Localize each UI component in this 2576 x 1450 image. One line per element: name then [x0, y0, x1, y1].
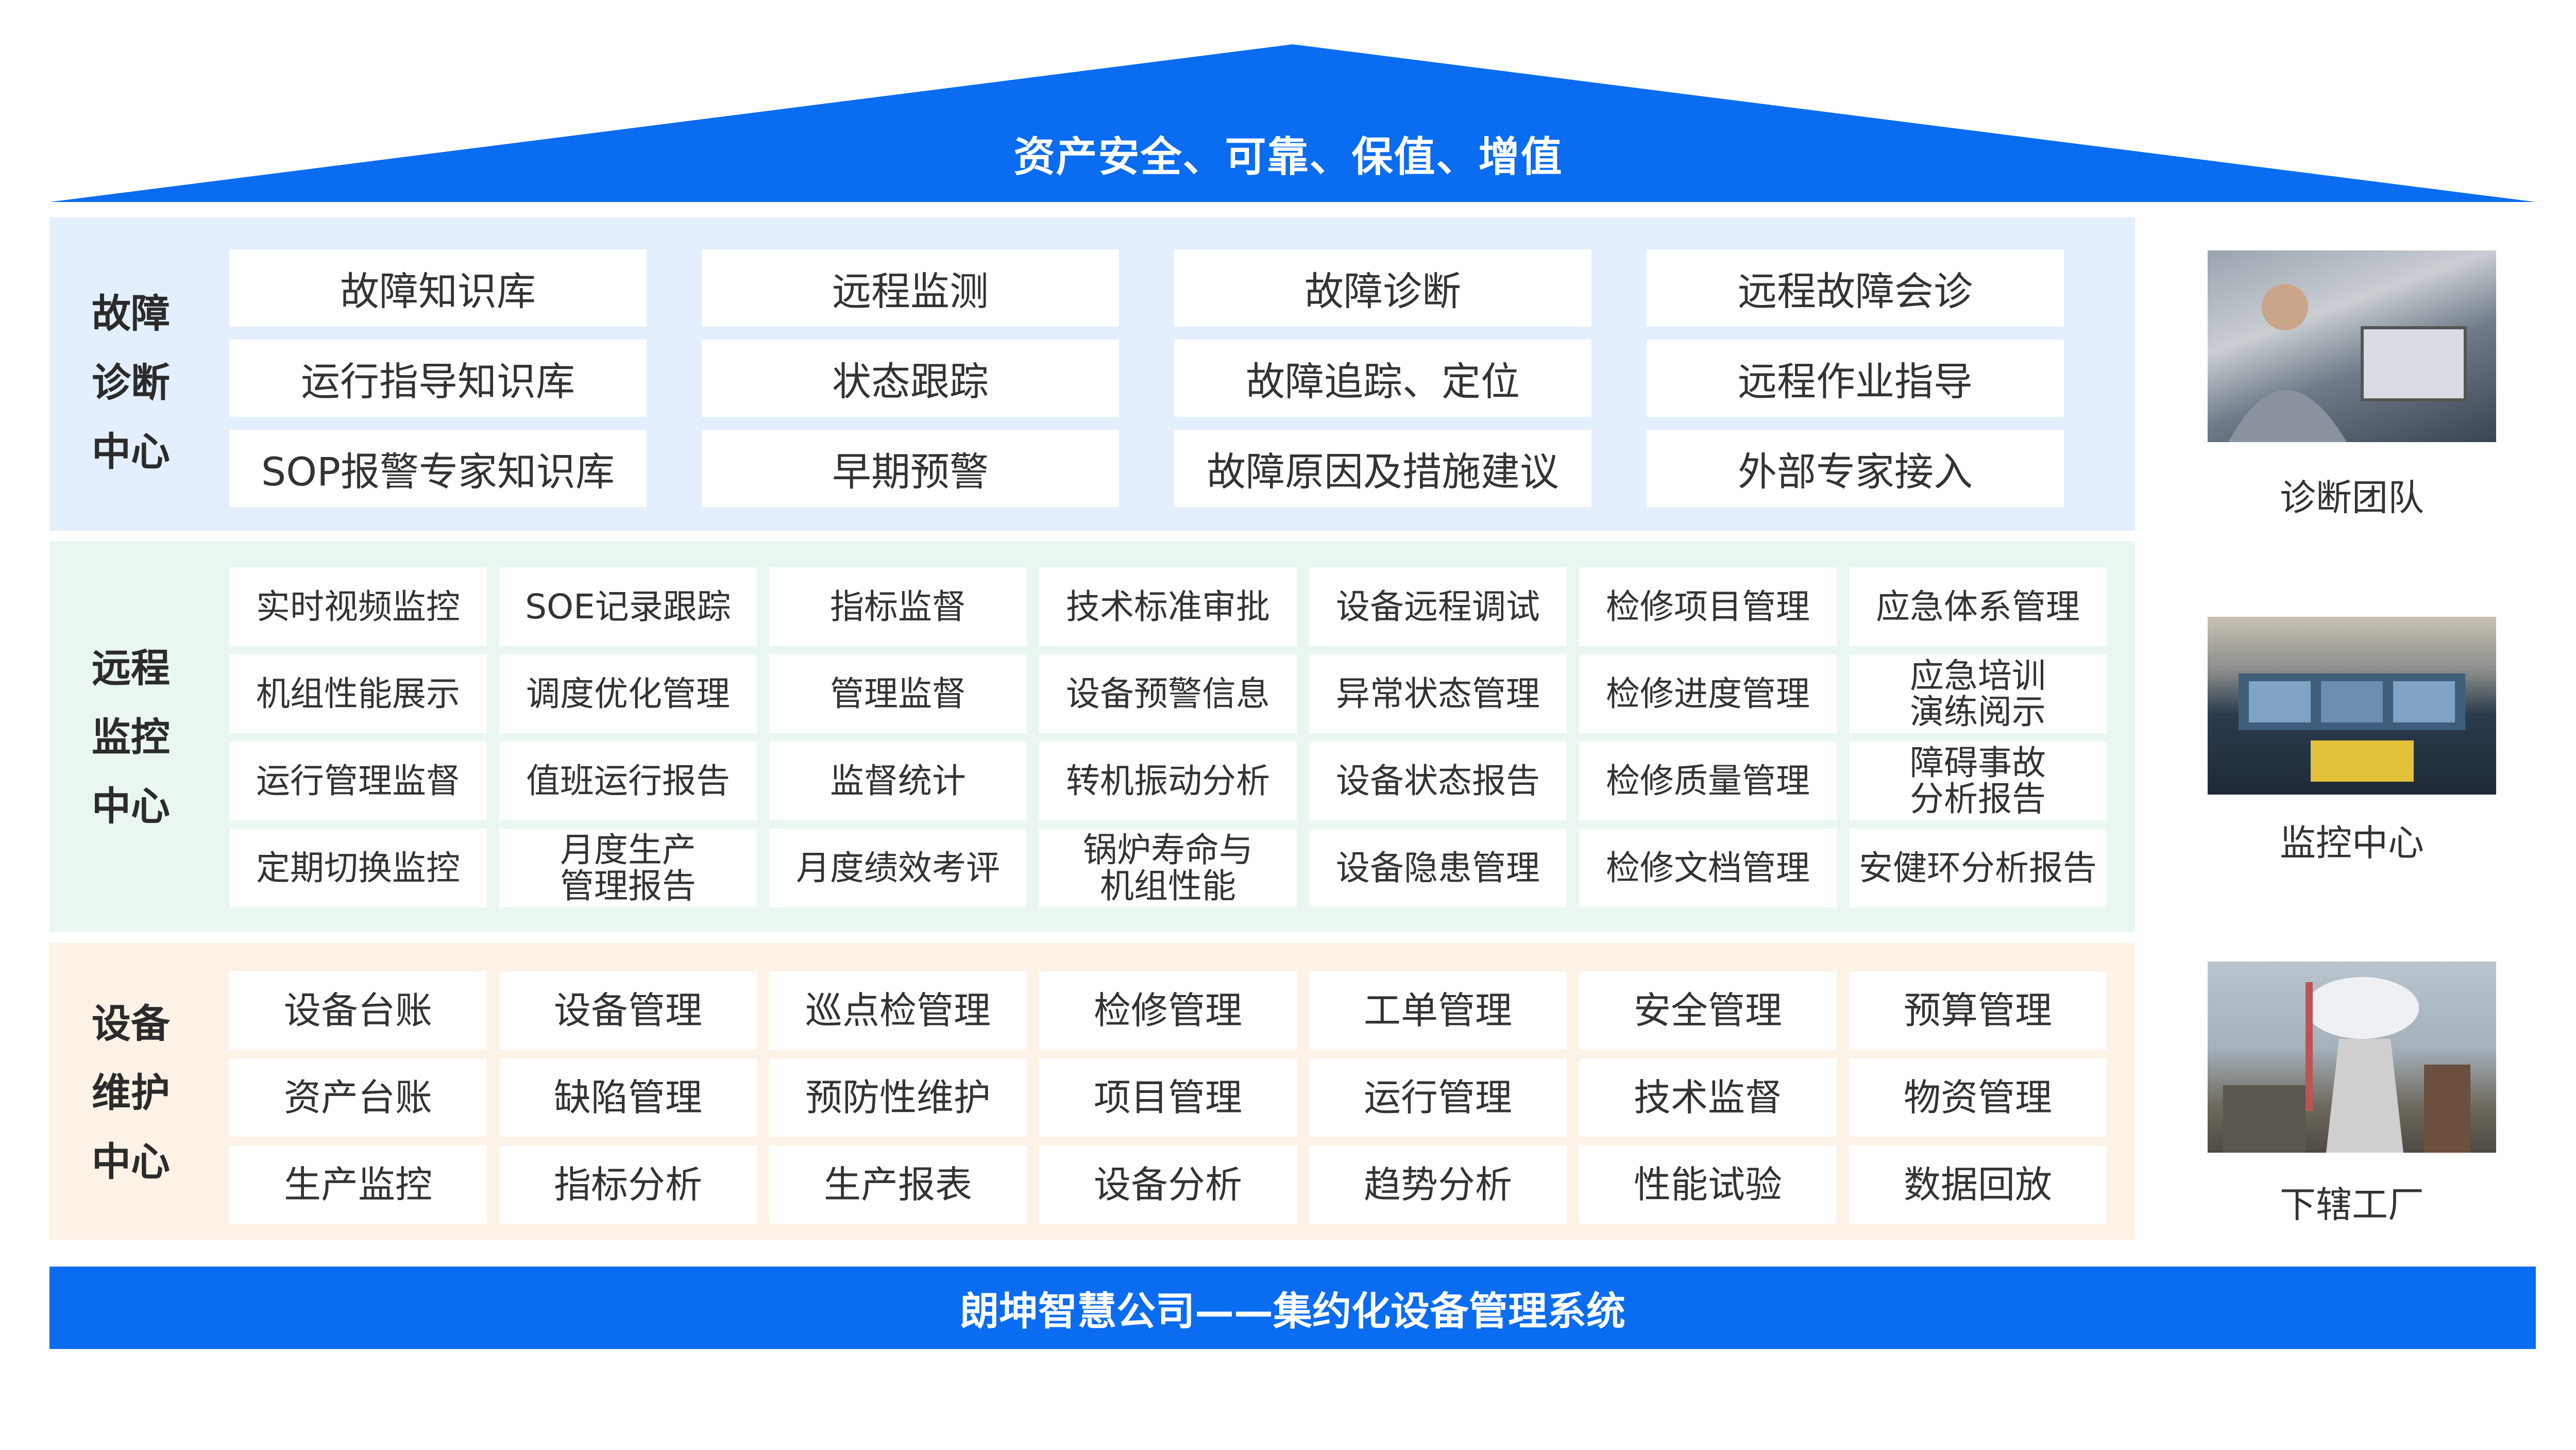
feature-cell: 项目管理	[1039, 1058, 1297, 1137]
feature-cell: 缺陷管理	[499, 1058, 757, 1137]
feature-cell: 趋势分析	[1309, 1145, 1567, 1224]
feature-cell: 值班运行报告	[499, 741, 757, 820]
feature-cell: 安全管理	[1579, 971, 1837, 1050]
feature-cell: 设备隐患管理	[1309, 829, 1567, 907]
feature-cell: 检修质量管理	[1579, 741, 1837, 820]
photo-label: 监控中心	[2280, 822, 2424, 864]
feature-cell: 检修管理	[1039, 971, 1297, 1050]
feature-cell: 转机振动分析	[1039, 741, 1297, 820]
feature-cell: 故障知识库	[229, 249, 647, 327]
feature-cell: 障碍事故 分析报告	[1849, 741, 2107, 820]
feature-cell: 预防性维护	[769, 1058, 1027, 1137]
feature-cell: 指标分析	[499, 1145, 757, 1224]
feature-cell: 状态跟踪	[702, 340, 1119, 417]
feature-cell: 实时视频监控	[229, 567, 487, 646]
feature-cell: 检修项目管理	[1579, 567, 1837, 646]
section-label: 远程 监控 中心	[92, 645, 170, 829]
feature-cell: 设备管理	[499, 971, 757, 1050]
feature-cell: 锅炉寿命与 机组性能	[1039, 829, 1297, 907]
photo-label: 下辖工厂	[2280, 1184, 2424, 1226]
feature-cell: 异常状态管理	[1309, 654, 1567, 733]
feature-cell: 远程作业指导	[1647, 340, 2064, 417]
feature-cell: 技术标准审批	[1039, 567, 1297, 646]
feature-cell: 设备远程调试	[1309, 567, 1567, 646]
monitoring-center-photo	[2208, 617, 2496, 795]
feature-grid: 设备台账设备管理巡点检管理检修管理工单管理安全管理预算管理资产台账缺陷管理预防性…	[229, 971, 2107, 1224]
feature-cell: 运行指导知识库	[229, 340, 647, 417]
feature-cell: 设备状态报告	[1309, 741, 1567, 820]
roof-banner	[49, 44, 2536, 202]
feature-cell: 应急体系管理	[1849, 567, 2107, 646]
feature-cell: 生产报表	[769, 1145, 1027, 1224]
feature-cell: 应急培训 演练阅示	[1849, 654, 2107, 733]
feature-cell: 物资管理	[1849, 1058, 2107, 1137]
equipment-maintenance-center: 设备 维护 中心 设备台账设备管理巡点检管理检修管理工单管理安全管理预算管理资产…	[49, 943, 2135, 1240]
feature-cell: SOE记录跟踪	[499, 567, 757, 646]
feature-cell: 检修进度管理	[1579, 654, 1837, 733]
diagnosis-team-photo	[2208, 250, 2496, 442]
feature-cell: 月度生产 管理报告	[499, 829, 757, 907]
feature-cell: 机组性能展示	[229, 654, 487, 733]
feature-cell: 数据回放	[1849, 1145, 2107, 1224]
section-label: 设备 维护 中心	[92, 1001, 170, 1185]
feature-cell: 早期预警	[702, 430, 1119, 507]
feature-cell: 运行管理	[1309, 1058, 1567, 1137]
roof-title: 资产安全、可靠、保值、增值	[1013, 133, 1563, 181]
feature-cell: 月度绩效考评	[769, 829, 1027, 907]
feature-cell: 工单管理	[1309, 971, 1567, 1050]
feature-cell: 故障诊断	[1174, 249, 1591, 327]
feature-grid: 故障知识库远程监测故障诊断远程故障会诊运行指导知识库状态跟踪故障追踪、定位远程作…	[229, 249, 2064, 507]
feature-cell: 设备台账	[229, 971, 487, 1050]
feature-cell: 运行管理监督	[229, 741, 487, 820]
feature-cell: 巡点检管理	[769, 971, 1027, 1050]
feature-cell: SOP报警专家知识库	[229, 430, 647, 507]
photo-label: 诊断团队	[2280, 477, 2424, 519]
feature-cell: 指标监督	[769, 567, 1027, 646]
feature-cell: 检修文档管理	[1579, 829, 1837, 907]
feature-cell: 调度优化管理	[499, 654, 757, 733]
feature-cell: 生产监控	[229, 1145, 487, 1224]
feature-cell: 故障追踪、定位	[1174, 340, 1591, 417]
feature-cell: 性能试验	[1579, 1145, 1837, 1224]
feature-cell: 远程监测	[702, 249, 1119, 327]
feature-cell: 安健环分析报告	[1849, 829, 2107, 907]
feature-cell: 故障原因及措施建议	[1174, 430, 1591, 507]
feature-cell: 预算管理	[1849, 971, 2107, 1050]
feature-cell: 监督统计	[769, 741, 1027, 820]
feature-cell: 管理监督	[769, 654, 1027, 733]
feature-cell: 远程故障会诊	[1647, 249, 2064, 327]
feature-cell: 设备分析	[1039, 1145, 1297, 1224]
footer-banner: 朗坤智慧公司——集约化设备管理系统	[49, 1267, 2536, 1349]
section-label: 故障 诊断 中心	[92, 291, 170, 475]
feature-cell: 设备预警信息	[1039, 654, 1297, 733]
feature-cell: 技术监督	[1579, 1058, 1837, 1137]
feature-cell: 定期切换监控	[229, 829, 487, 907]
subsidiary-factory-photo	[2208, 962, 2496, 1153]
feature-cell: 资产台账	[229, 1058, 487, 1137]
feature-cell: 外部专家接入	[1647, 430, 2064, 507]
fault-diagnosis-center: 故障 诊断 中心 故障知识库远程监测故障诊断远程故障会诊运行指导知识库状态跟踪故…	[49, 217, 2135, 531]
